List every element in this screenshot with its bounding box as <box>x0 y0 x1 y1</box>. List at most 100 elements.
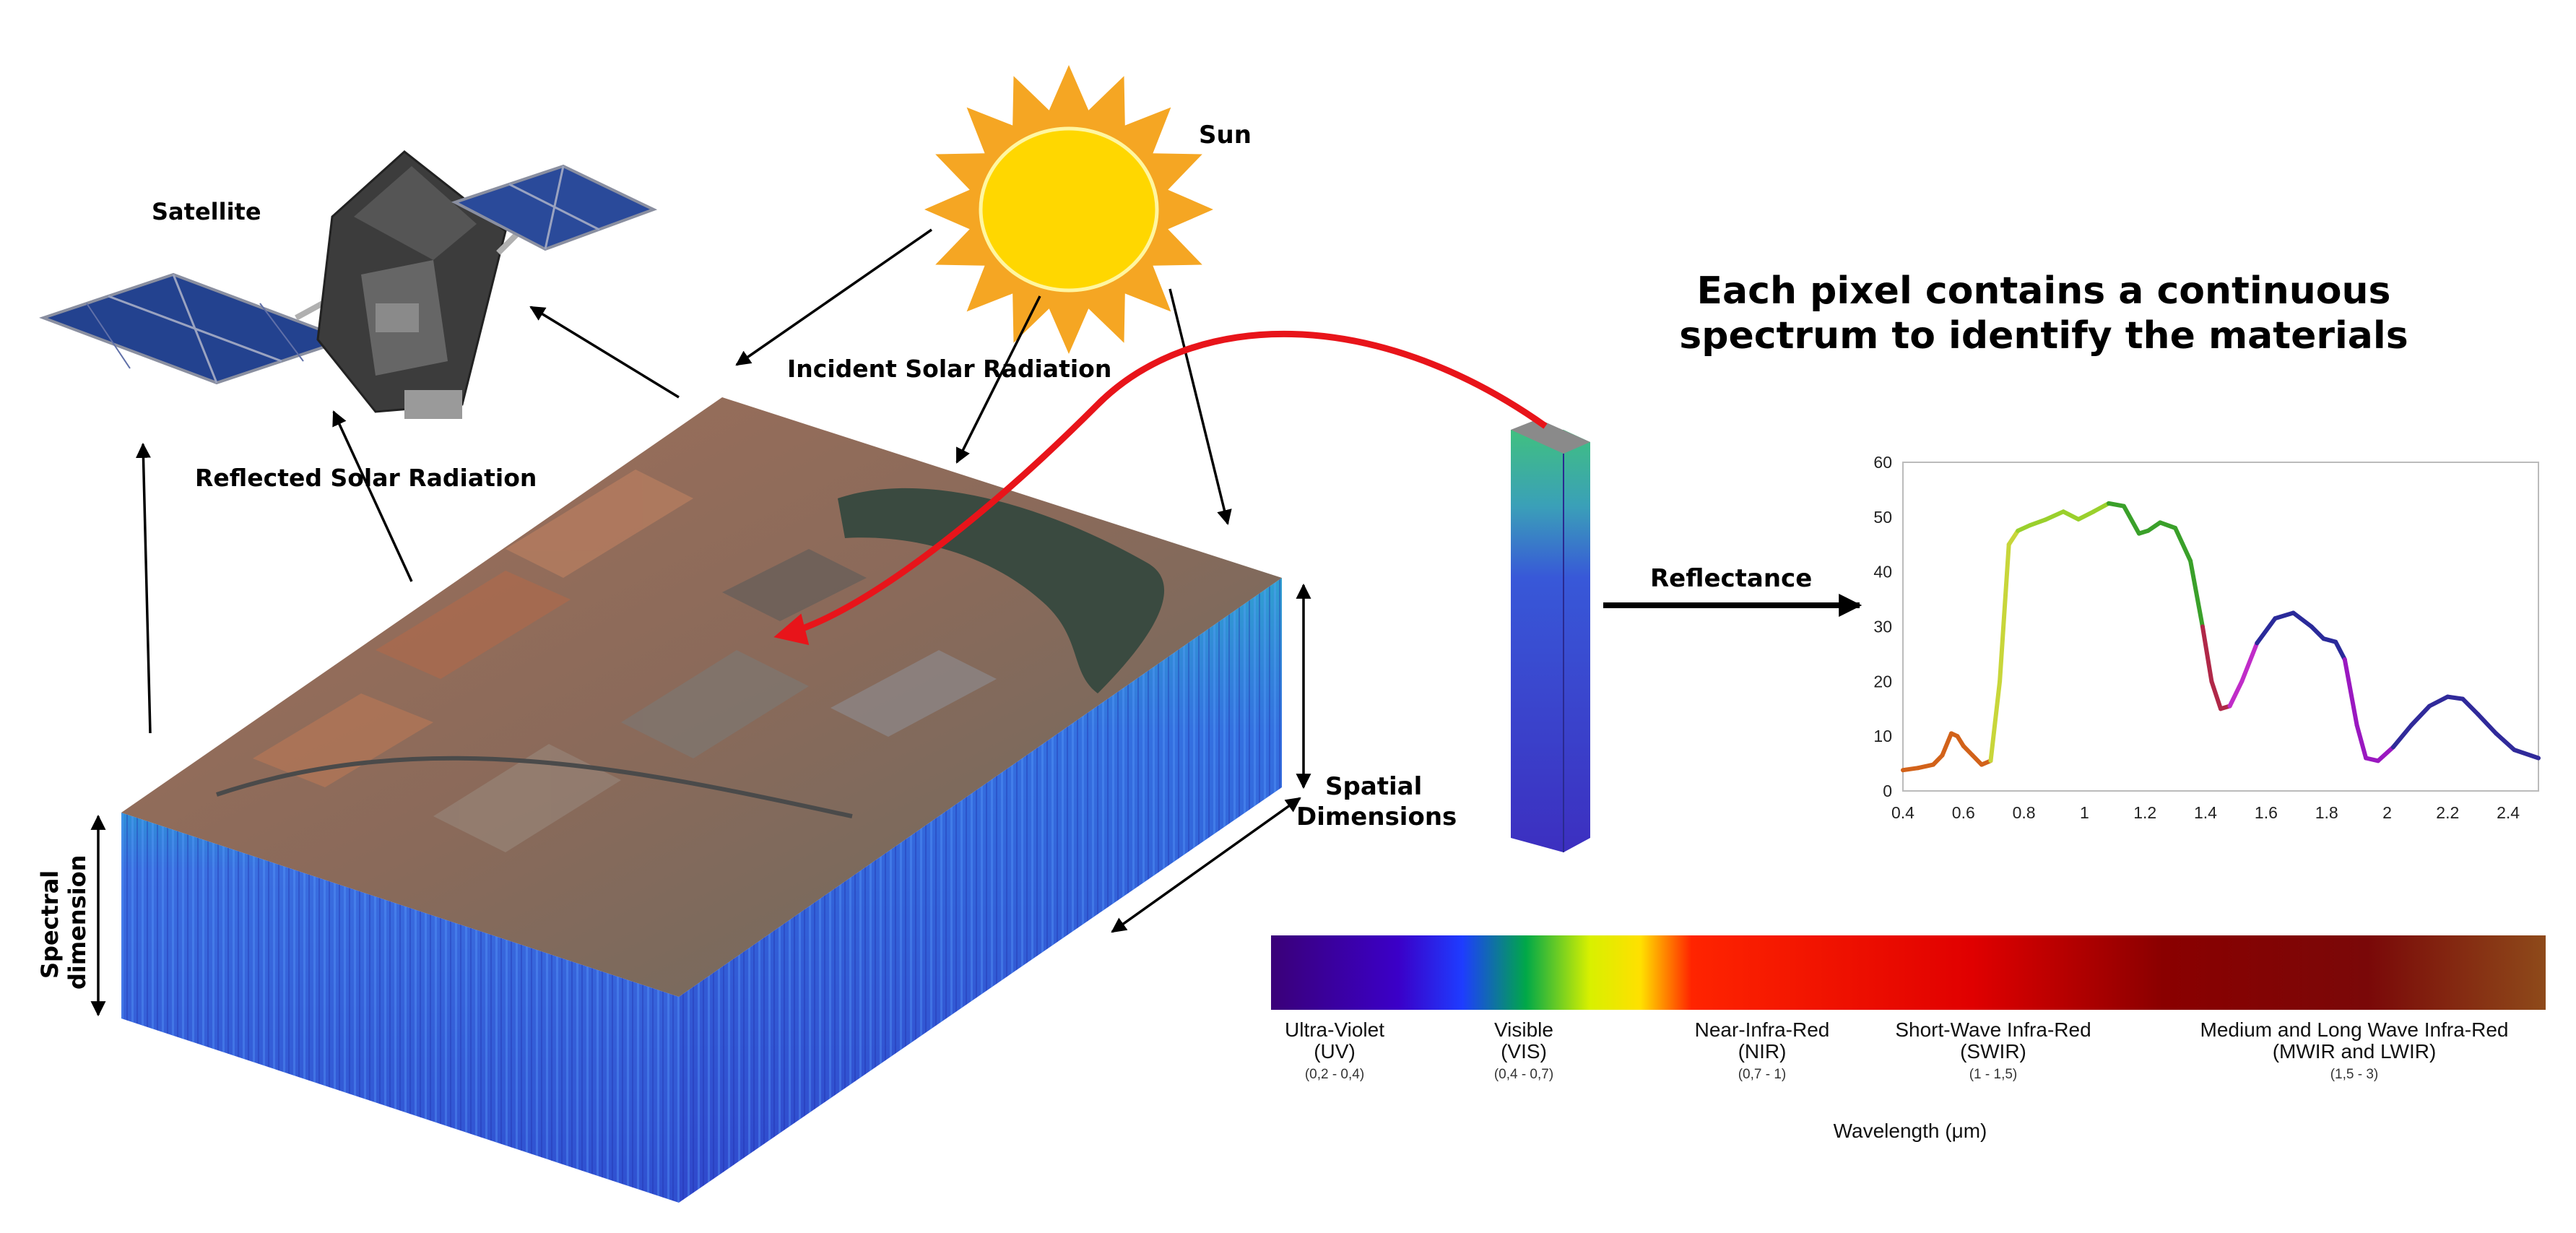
band-range-label: (0,7 - 1) <box>1738 1067 1787 1082</box>
y-tick-label: 30 <box>1873 618 1892 636</box>
radiation-arrows <box>90 228 1311 1017</box>
sun-label: Sun <box>1199 121 1252 150</box>
incident-radiation-label: Incident Solar Radiation <box>787 355 1111 383</box>
band-name-label: Near-Infra-Red <box>1695 1018 1830 1041</box>
reflectance-curve-segment <box>2158 520 2178 530</box>
reflectance-curve-segment <box>2291 610 2314 629</box>
spatial-label-line1: Spatial <box>1325 772 1422 801</box>
x-tick-label: 2.2 <box>2436 803 2459 822</box>
x-tick-label: 0.6 <box>1952 803 1975 822</box>
reflectance-curve-segment <box>2107 501 2126 509</box>
reflectance-curve-segment <box>2209 679 2223 711</box>
hyperspectral-cube <box>121 397 1282 1203</box>
reflectance-curve-segment <box>2091 501 2111 514</box>
incident-arrow-to-ground <box>955 295 1041 464</box>
x-tick-label: 1.6 <box>2255 803 2278 822</box>
spectral-label-line1: Spectral <box>36 870 64 979</box>
reflectance-curve-segment <box>1988 679 2003 763</box>
band-range-label: (0,2 - 0,4) <box>1305 1067 1364 1082</box>
band-range-label: (1 - 1,5) <box>1969 1067 2018 1082</box>
band-abbr-label: (UV) <box>1314 1040 1356 1063</box>
spectrum-gradient <box>1271 935 2546 1010</box>
reflectance-curve-segment <box>2200 624 2214 684</box>
reflectance-curve-segment <box>2173 526 2193 563</box>
reflectance-curve-segment <box>2476 711 2499 736</box>
reflectance-curve-segment <box>1970 753 1984 767</box>
y-tick-label: 10 <box>1873 727 1892 745</box>
reflectance-curve-segment <box>2494 731 2517 753</box>
band-abbr-label: (MWIR and LWIR) <box>2273 1040 2437 1063</box>
reflectance-curve-segment <box>2309 624 2326 641</box>
satellite-illustration <box>39 150 658 419</box>
reflectance-curve-segment <box>2061 509 2081 522</box>
reflectance-curve-segment <box>1916 762 1935 771</box>
reflectance-curve-segment <box>1901 766 1920 773</box>
reflectance-curve-segment <box>2342 657 2359 727</box>
electromagnetic-spectrum-bar: Ultra-Violet(UV) (0,2 - 0,4) Visible(VIS) (… <box>1271 935 2546 1142</box>
y-tick-label: 50 <box>1873 508 1892 527</box>
reflectance-curve-segment <box>1940 731 1953 758</box>
reflectance-curve-segment <box>2409 704 2432 727</box>
band-abbr-label: (NIR) <box>1738 1040 1787 1063</box>
band-name-label: Visible <box>1494 1018 1553 1041</box>
sun-illustration <box>924 65 1213 354</box>
reflected-arrow-left <box>135 442 152 734</box>
reflectance-curve-segment <box>2427 694 2450 709</box>
reflected-arrow-to-satellite <box>529 306 680 399</box>
satellite-label: Satellite <box>152 198 261 225</box>
x-tick-label: 1 <box>2080 803 2089 822</box>
wavelength-axis-label: Wavelength (μm) <box>1834 1120 1987 1142</box>
reflectance-curve-segment <box>1998 542 2011 684</box>
reflectance-curve-segment <box>2188 558 2205 629</box>
band-name-label: Short-Wave Infra-Red <box>1895 1018 2091 1041</box>
reflectance-curve-segment <box>2227 679 2245 709</box>
y-tick-label: 20 <box>1873 672 1892 691</box>
x-tick-label: 1.4 <box>2194 803 2217 822</box>
river <box>838 488 1165 693</box>
pixel-spectrum-column <box>1511 419 1590 852</box>
band-name-label: Ultra-Violet <box>1285 1018 1384 1041</box>
reflectance-curve-segment <box>2390 723 2414 750</box>
reflectance-curve-segment <box>2445 694 2466 701</box>
y-tick-label: 60 <box>1873 453 1892 472</box>
reflected-radiation-label: Reflected Solar Radiation <box>195 464 537 492</box>
reflectance-curve-segment <box>2076 509 2096 522</box>
pixel-pointer-arrow <box>773 330 1548 646</box>
band-abbr-label: (SWIR) <box>1960 1040 2026 1063</box>
x-tick-label: 1.8 <box>2315 803 2338 822</box>
reflectance-curve-segment <box>2043 509 2066 522</box>
reflectance-curve-segment <box>2006 528 2021 547</box>
reflectance-curve-segment <box>2028 517 2047 528</box>
incident-arrow-to-edge <box>1168 288 1232 526</box>
band-range-label: (0,4 - 0,7) <box>1494 1067 1553 1082</box>
reflectance-curve-segment <box>2512 748 2541 761</box>
reflectance-curve-segment <box>2255 616 2278 646</box>
reflectance-curve-segment <box>2273 610 2296 621</box>
sun-body <box>979 126 1159 293</box>
incident-arrow-to-satellite <box>735 228 932 366</box>
reflected-arrow-from-city <box>332 410 413 582</box>
headline-line2: spectrum to identify the materials <box>1679 314 2408 358</box>
reflectance-curve-segment <box>2239 641 2260 684</box>
x-tick-label: 2 <box>2382 803 2392 822</box>
reflectance-curve-segment <box>1961 743 1975 758</box>
reflectance-curve-segment <box>2460 696 2481 717</box>
band-range-label: (1,5 - 3) <box>2330 1067 2379 1082</box>
reflectance-curve-segment <box>2146 520 2163 533</box>
headline-line1: Each pixel contains a continuous <box>1697 269 2391 313</box>
reflectance-chart: 0.4 0.6 0.8 1 1.2 1.4 1.6 1.8 2 2.2 2.4 0 10 20 30 40 50… <box>1873 453 2541 822</box>
reflectance-curve-segment <box>2333 639 2347 662</box>
band-abbr-label: (VIS) <box>1501 1040 1547 1063</box>
reflectance-curve-segment <box>1930 753 1945 767</box>
x-tick-label: 1.2 <box>2133 803 2156 822</box>
reflectance-curve-segment <box>2016 523 2032 533</box>
y-tick-label: 40 <box>1873 563 1892 581</box>
spatial-label-line2: Dimensions <box>1296 802 1457 831</box>
reflectance-curve-segment <box>2354 723 2369 761</box>
x-tick-label: 2.4 <box>2497 803 2520 822</box>
x-tick-label: 0.8 <box>2013 803 2036 822</box>
y-tick-label: 0 <box>1883 782 1892 800</box>
reflectance-curve-segment <box>2375 745 2395 763</box>
x-tick-label: 0.4 <box>1891 803 1914 822</box>
